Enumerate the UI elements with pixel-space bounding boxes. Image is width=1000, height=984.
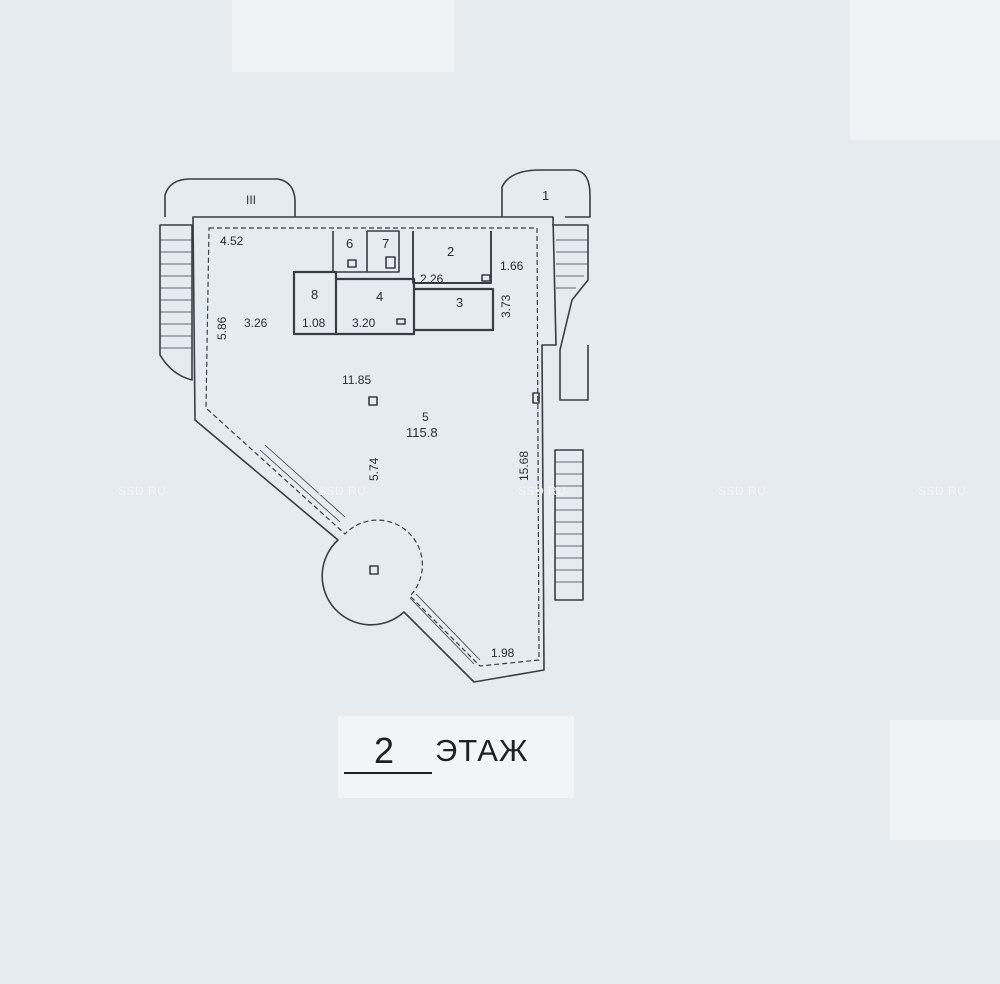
floor-label-box: 2 ЭТАЖ [338, 716, 574, 798]
dimension-5-74: 5.74 [367, 457, 381, 481]
paper-patch [890, 720, 1000, 840]
fixture [347, 259, 357, 268]
dimension-5-86: 5.86 [215, 316, 229, 340]
watermark: SSD.RU [518, 484, 567, 498]
room-number-4: 4 [376, 289, 383, 304]
dimension-1-08: 1.08 [302, 316, 326, 330]
room-4-wall [336, 277, 416, 336]
room-number-7: 7 [382, 236, 389, 251]
dimension-4-52: 4.52 [220, 234, 244, 248]
room-2-wall [412, 231, 492, 284]
dimension-1-66: 1.66 [500, 259, 524, 273]
room-number-8: 8 [311, 287, 318, 302]
column-marker [369, 565, 379, 575]
window-strip [259, 444, 481, 665]
watermark: SSD.RU [118, 484, 167, 498]
room-3-wall [414, 287, 495, 332]
stair-right-lower [554, 449, 584, 601]
stair-treads [556, 239, 588, 289]
room-number-3: 3 [456, 295, 463, 310]
room-number-iii: III [246, 193, 256, 207]
paper-patch [232, 0, 454, 72]
floor-number: 2 [374, 730, 395, 771]
watermark: SSD.RU [918, 484, 967, 498]
bay-iii [164, 178, 296, 217]
room-7-wall [367, 230, 400, 273]
inner-wall [205, 227, 540, 667]
room-5-area: 115.8 [406, 425, 438, 440]
column-marker [532, 392, 540, 404]
stair-right-upper [552, 224, 589, 401]
watermark: SSD.RU [718, 484, 767, 498]
dimension-3-26: 3.26 [244, 316, 268, 330]
fixture [396, 318, 406, 325]
dimension-11-85: 11.85 [342, 373, 371, 387]
floor-word: ЭТАЖ [435, 733, 529, 768]
dimension-3-73: 3.73 [499, 294, 513, 318]
bay-1 [501, 169, 591, 218]
fixture [481, 274, 491, 282]
room-number-1: 1 [542, 188, 549, 203]
room-number-2: 2 [447, 244, 454, 259]
room-6-wall [332, 231, 368, 273]
dimension-15-68: 15.68 [517, 451, 531, 481]
outer-wall [192, 216, 557, 683]
dimension-1-98: 1.98 [491, 646, 515, 660]
dimension-3-20: 3.20 [352, 316, 376, 330]
column-marker [368, 396, 378, 406]
fixture [385, 256, 396, 269]
stair-treads [160, 239, 192, 349]
stair-treads [555, 461, 583, 583]
watermark: SSD.RU [318, 484, 367, 498]
room-number-5: 5 [422, 410, 429, 424]
room-number-6: 6 [346, 236, 353, 251]
dimension-2-26: 2.26 [420, 272, 444, 286]
paper-patch [850, 0, 1000, 140]
floor-underline [344, 772, 432, 774]
stair-left [159, 224, 193, 381]
